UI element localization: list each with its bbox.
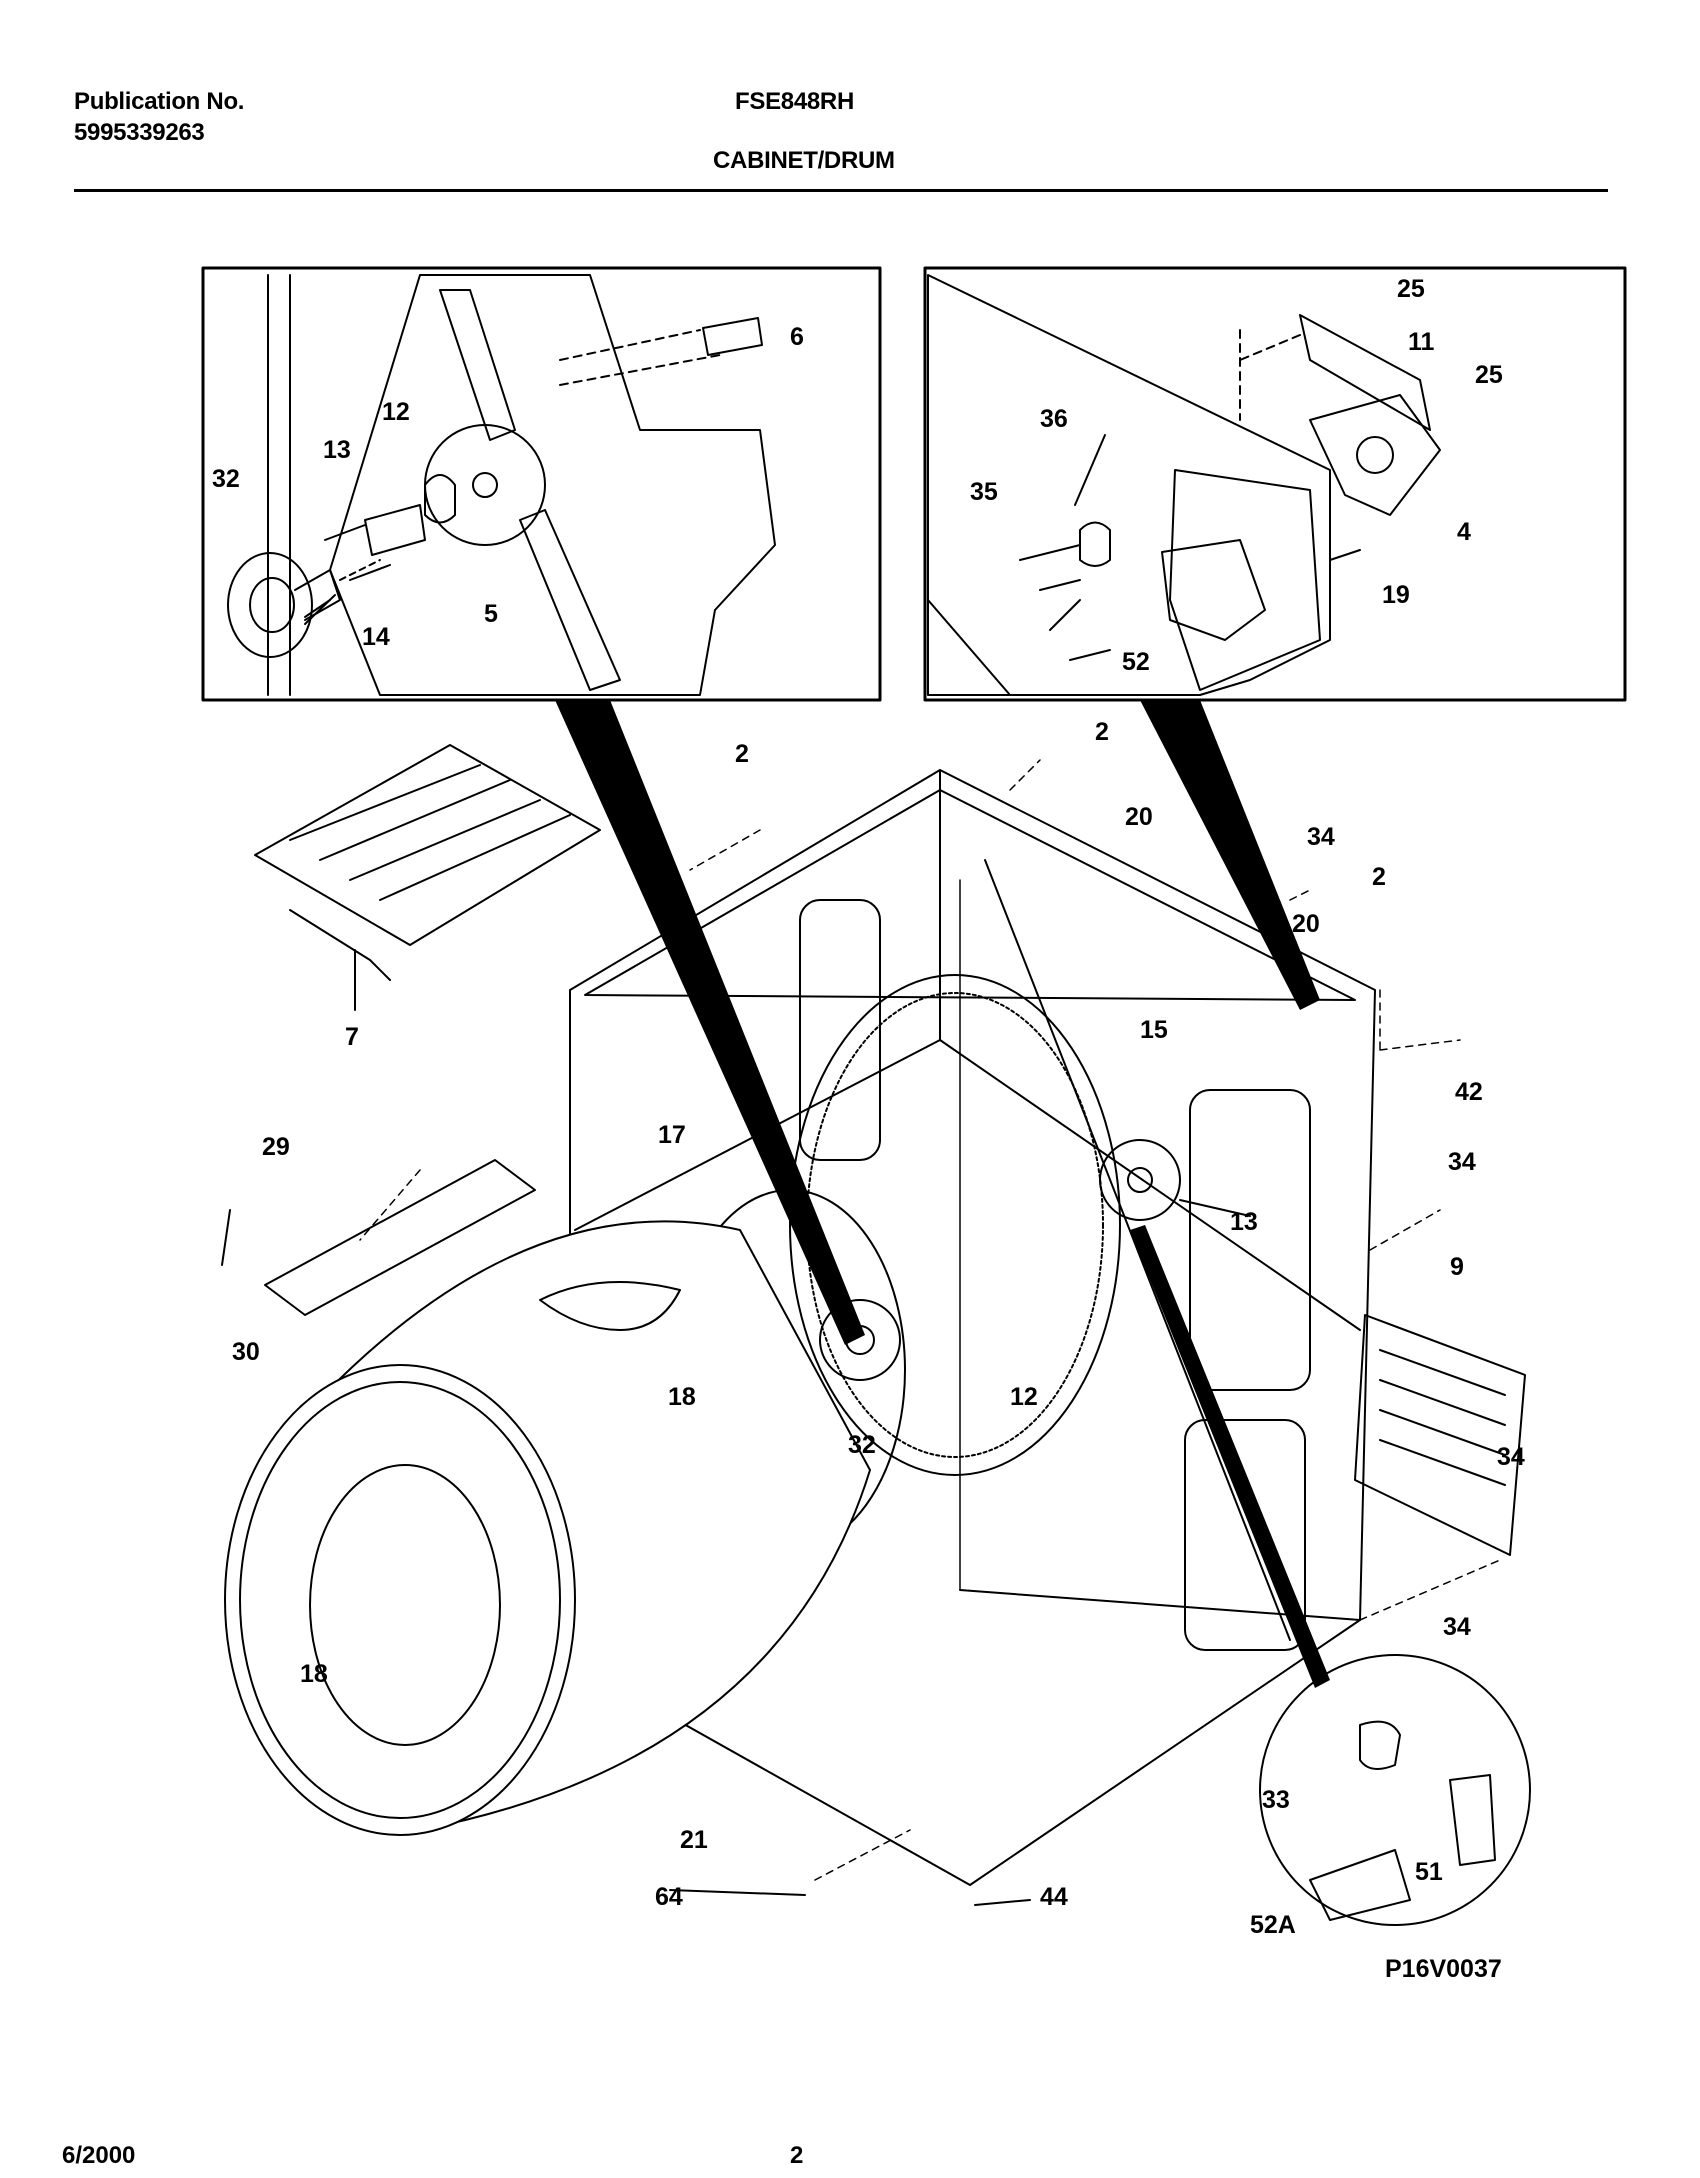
publication-number: 5995339263 xyxy=(74,119,205,146)
leader-lines xyxy=(359,759,1501,1881)
callout-52A: 52A xyxy=(1250,1911,1296,1939)
callout-7: 7 xyxy=(345,1023,359,1051)
callout-30: 30 xyxy=(232,1338,260,1366)
callout-13: 13 xyxy=(323,436,351,464)
callout-20: 20 xyxy=(1292,910,1320,938)
inset-rear-bracket-detail xyxy=(923,266,1627,702)
callout-12: 12 xyxy=(1010,1383,1038,1411)
callout-17: 17 xyxy=(658,1121,686,1149)
callout-leaders xyxy=(221,434,1251,1906)
callout-25: 25 xyxy=(1475,361,1503,389)
callout-18: 18 xyxy=(300,1660,328,1688)
callout-25: 25 xyxy=(1397,275,1425,303)
callout-64: 64 xyxy=(655,1883,683,1911)
callout-36: 36 xyxy=(1040,405,1068,433)
section-title: CABINET/DRUM xyxy=(713,147,895,174)
drying-rack xyxy=(254,744,601,981)
callout-20: 20 xyxy=(1125,803,1153,831)
callout-51: 51 xyxy=(1415,1858,1443,1886)
publication-label: Publication No. xyxy=(74,88,245,115)
callout-33: 33 xyxy=(1262,1786,1290,1814)
figure-id: P16V0037 xyxy=(1385,1955,1502,1983)
inset-front-bearing-detail xyxy=(201,266,882,702)
model-number: FSE848RH xyxy=(735,88,854,115)
callout-52: 52 xyxy=(1122,648,1150,676)
callout-35: 35 xyxy=(970,478,998,506)
callout-13: 13 xyxy=(1230,1208,1258,1236)
callout-12: 12 xyxy=(382,398,410,426)
callout-18: 18 xyxy=(668,1383,696,1411)
callout-6: 6 xyxy=(790,323,804,351)
toe-kick xyxy=(264,1159,536,1316)
zoom-wedges xyxy=(555,700,1330,1688)
callout-42: 42 xyxy=(1455,1078,1483,1106)
callout-21: 21 xyxy=(680,1826,708,1854)
detail-circle xyxy=(1259,1654,1531,1926)
callout-14: 14 xyxy=(362,623,390,651)
callout-44: 44 xyxy=(1040,1883,1068,1911)
callout-9: 9 xyxy=(1450,1253,1464,1281)
callout-34: 34 xyxy=(1497,1443,1525,1471)
callout-15: 15 xyxy=(1140,1016,1168,1044)
rear-bulkhead xyxy=(789,859,1291,1641)
callout-labels: 6 12 13 32 14 5 25 11 25 36 35 4 19 52 2… xyxy=(212,275,1525,1983)
callout-29: 29 xyxy=(262,1133,290,1161)
footer-date: 6/2000 xyxy=(62,2142,136,2169)
callout-2: 2 xyxy=(735,740,749,768)
callout-2: 2 xyxy=(1095,718,1109,746)
callout-34: 34 xyxy=(1448,1148,1476,1176)
drum xyxy=(224,1220,871,1836)
callout-34: 34 xyxy=(1307,823,1335,851)
callout-11: 11 xyxy=(1408,328,1435,356)
callout-32: 32 xyxy=(212,465,240,493)
callout-32: 32 xyxy=(848,1431,876,1459)
callout-34: 34 xyxy=(1443,1613,1471,1641)
callout-5: 5 xyxy=(484,600,498,628)
callout-2: 2 xyxy=(1372,863,1386,891)
footer-page-number: 2 xyxy=(790,2142,804,2169)
header-rule xyxy=(74,189,1608,192)
callout-19: 19 xyxy=(1382,581,1410,609)
rear-access-panel xyxy=(1354,1314,1526,1556)
callout-4: 4 xyxy=(1457,518,1471,546)
